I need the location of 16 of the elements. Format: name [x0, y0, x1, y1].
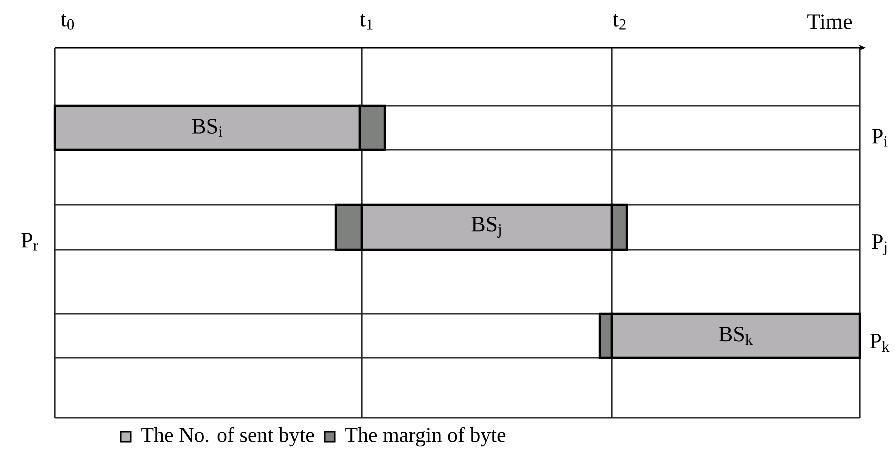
axis-label: P$_{j}$	[872, 234, 887, 256]
axis-label: P$_{r}$	[22, 233, 38, 251]
margin-bar	[334, 204, 364, 252]
byte-bar: BS$_{j}$	[360, 204, 614, 252]
byte-bar: BS$_{i}$	[54, 104, 362, 152]
legend-label: The No. of sent byte	[142, 427, 314, 447]
axis-label: P$_{i}$	[872, 129, 888, 147]
legend-label: The margin of byte	[346, 427, 506, 447]
axis-label: Time	[808, 14, 852, 30]
margin-bar	[358, 104, 386, 152]
byte-bar: BS$_{k}$	[610, 312, 862, 360]
margin-bar	[598, 312, 614, 360]
axis-label: t$_{2}$	[613, 14, 626, 30]
axis-label: t$_{1}$	[360, 14, 373, 30]
margin-bar	[610, 204, 628, 252]
axis-label: t$_{0}$	[61, 14, 74, 30]
